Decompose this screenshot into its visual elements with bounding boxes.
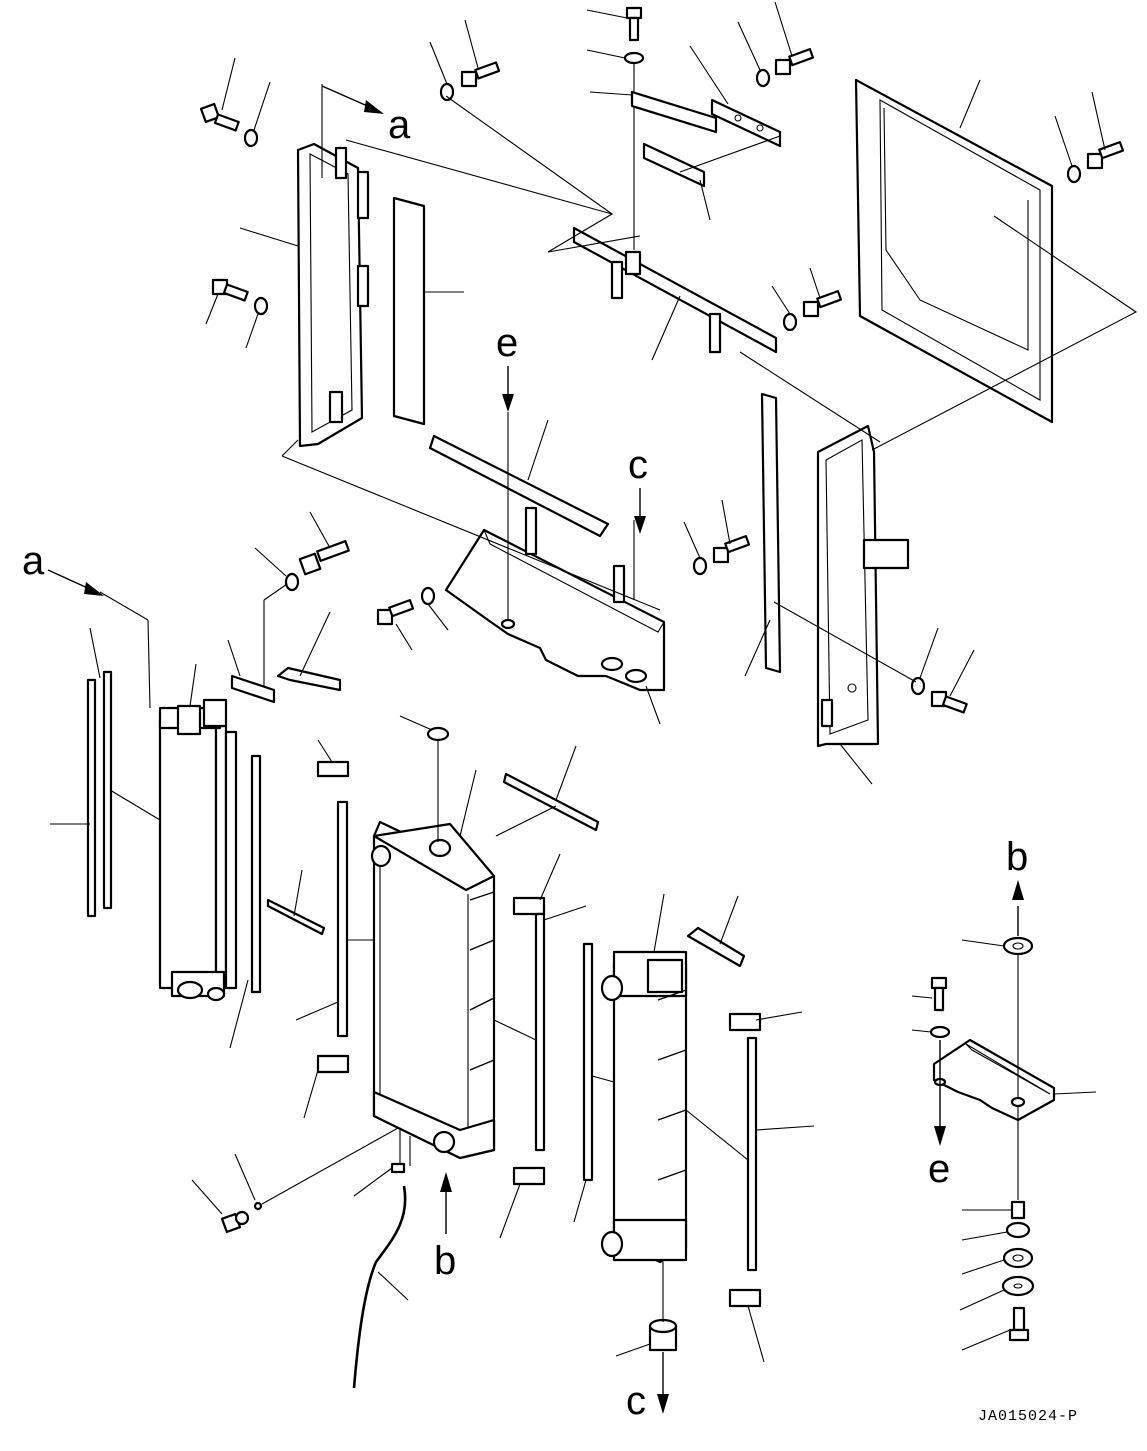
callout-b-right: b (1006, 835, 1028, 879)
seal-bar-cooler-right (229, 754, 262, 1049)
seal-strip-right (744, 392, 782, 677)
callout-a-left: a (22, 539, 45, 583)
seal-bar-radiator-left (295, 800, 374, 1038)
left-upright-panel (239, 142, 370, 448)
callout-c-bottom: c (626, 1379, 646, 1423)
bolt-top-left-1 (199, 57, 240, 132)
cushion-radiator-top-right (512, 853, 561, 916)
bolt-tray-left (376, 599, 415, 651)
arrow-e-right (934, 1040, 946, 1146)
washer-top-right (1054, 115, 1082, 184)
small-bracket-middle (642, 142, 711, 221)
arrow-b-right (1012, 880, 1024, 936)
shroud-frame (854, 78, 1054, 424)
cross-beam-upper (572, 226, 778, 361)
washer-tray-right (683, 521, 708, 576)
drain-clip (353, 1128, 406, 1197)
cushion-aftercooler-bottom (728, 1288, 765, 1363)
bolt-mount (911, 976, 948, 1012)
seal-strip-left (392, 196, 464, 426)
bolt-top-3 (774, 1, 815, 76)
washer-tray-left (420, 586, 449, 631)
seal-bar-radiator-top (495, 745, 600, 837)
washer-right-mid (910, 627, 939, 696)
cooler-side-strip (266, 869, 326, 936)
washer-mount-small (911, 1025, 951, 1039)
callout-b-bottom: b (434, 1239, 456, 1283)
cushion-aftercooler-top (686, 895, 746, 968)
washer-left-mid (245, 296, 269, 349)
bracket-plate-upper-right (689, 45, 782, 148)
seal-bars-left (50, 627, 161, 918)
washer-cooler-top (254, 547, 300, 592)
washer-top-2 (429, 41, 455, 102)
washer-mount-3 (959, 1275, 1035, 1311)
cushion-radiator-top-left (316, 739, 350, 778)
washer-top-left-1 (243, 81, 271, 148)
callout-e-top: e (496, 321, 518, 365)
arrow-e-top (502, 366, 514, 620)
bolt-top-right (1086, 91, 1125, 170)
link-line-top-bracket (679, 135, 781, 173)
cushion-aftercooler-right-top (728, 1011, 803, 1032)
drain-plug-small (234, 1127, 399, 1211)
seal-bar-aftercooler-left (573, 942, 615, 1223)
arrow-c-top (634, 488, 646, 534)
washer-top-3 (737, 21, 771, 88)
cushion-cooler-top (276, 611, 342, 692)
washer-mid-right-top (771, 285, 798, 332)
radiator-cap (399, 715, 450, 842)
right-upright-panel (816, 424, 910, 785)
aftercooler (600, 893, 688, 1264)
bolt-top-center (586, 6, 643, 42)
spacer-mount (962, 1200, 1026, 1220)
mount-bracket (932, 1038, 1097, 1122)
seal-bar-center (428, 419, 610, 538)
callout-a-top: a (388, 103, 411, 147)
bolt-mount-bottom (961, 1306, 1030, 1351)
arrow-b-bottom (440, 1172, 452, 1234)
drain-hose (352, 1185, 409, 1389)
washer-top-center (586, 49, 645, 65)
cushion-radiator-bottom-right (499, 1166, 546, 1239)
cooler-bracket (227, 639, 276, 704)
washer-mount-top (961, 936, 1034, 1098)
aftercooler-hose-joint (615, 1262, 678, 1357)
seal-bar-radiator-right (493, 905, 587, 1152)
washer-mount-1 (961, 1221, 1031, 1241)
radiator-core (370, 769, 496, 1160)
drawing-code: JA015024-P (978, 1408, 1078, 1425)
small-bracket-upper (589, 90, 718, 134)
bolt-mid-right-top (802, 267, 843, 318)
bolt-right-mid (930, 649, 975, 714)
washer-mount-2 (961, 1247, 1034, 1275)
drain-valve (191, 1179, 250, 1234)
bolt-left-mid (205, 278, 249, 325)
cushion-radiator-bottom-left (303, 1054, 350, 1119)
callout-c-top: c (628, 443, 648, 487)
bolt-cooler-top (298, 511, 350, 576)
arrow-a-top (321, 85, 384, 114)
oil-cooler (158, 663, 238, 1002)
arrow-a-left (47, 569, 104, 596)
base-tray (444, 506, 666, 725)
callout-e-right: e (928, 1147, 950, 1191)
seal-bar-aftercooler-right (685, 1036, 815, 1272)
arrow-c-bottom (657, 1352, 669, 1414)
bolt-top-2 (460, 19, 501, 88)
bolt-tray-right (712, 499, 751, 564)
